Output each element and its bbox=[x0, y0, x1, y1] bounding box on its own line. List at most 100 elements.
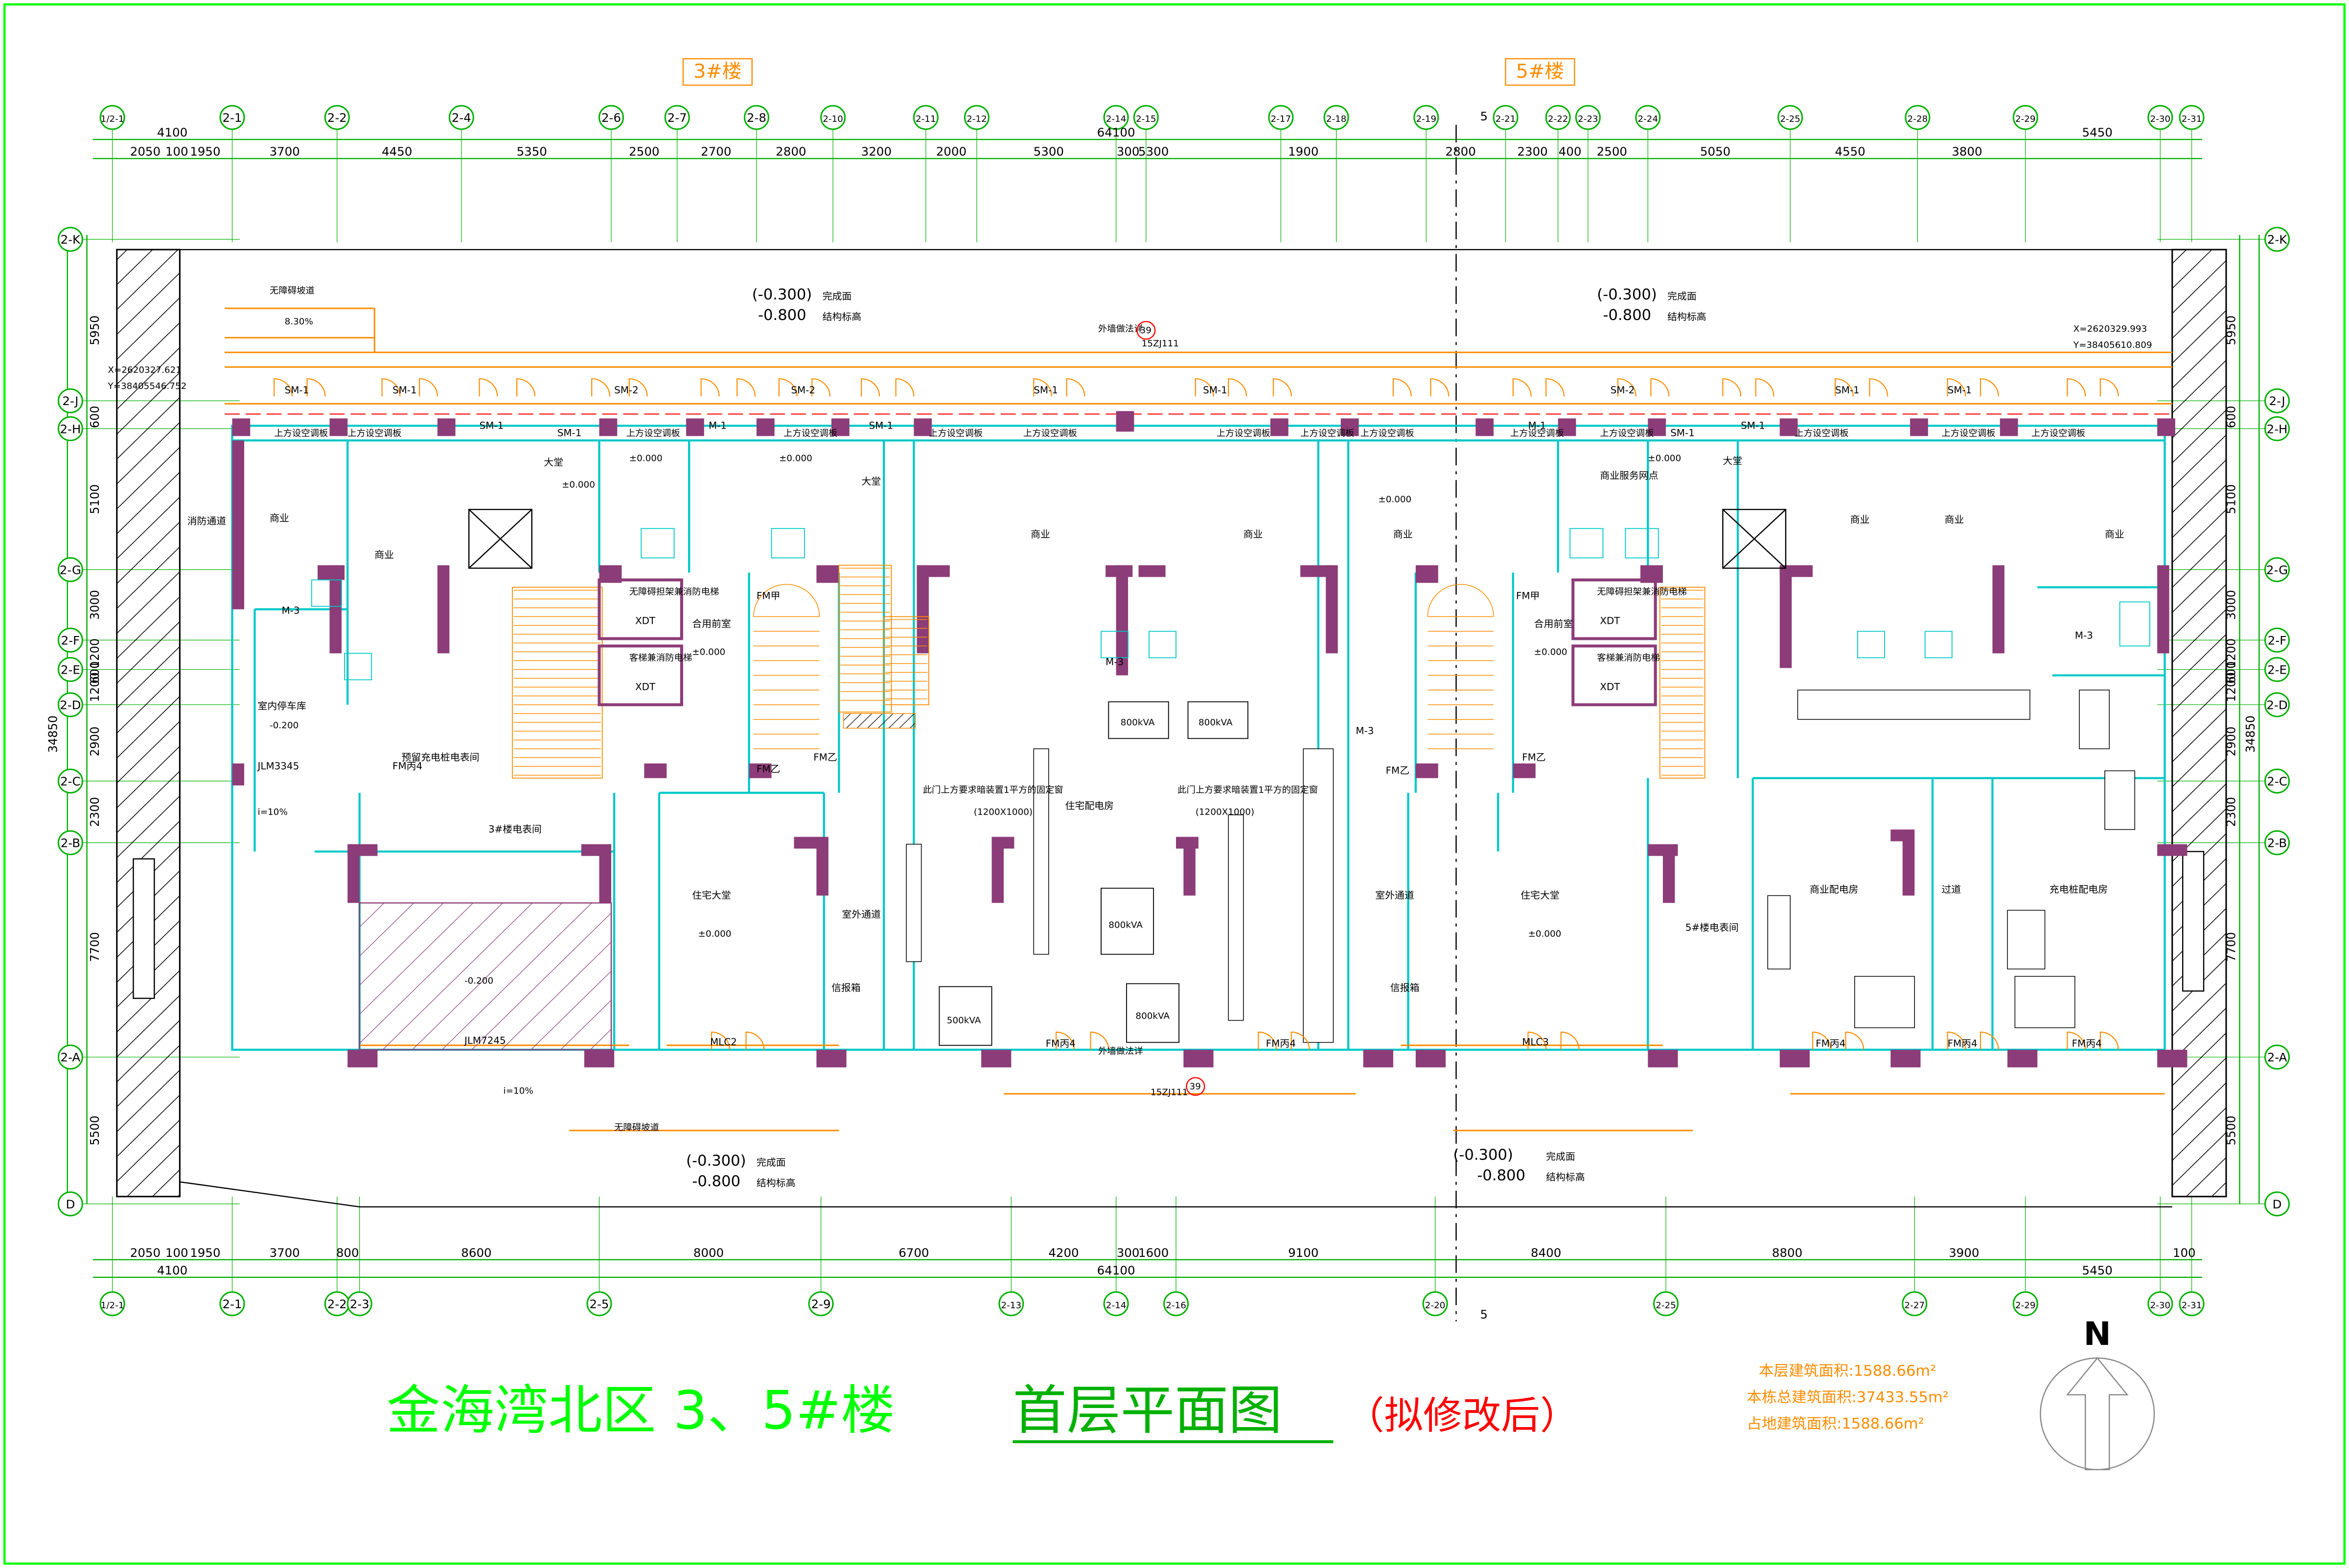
structural-columns bbox=[232, 411, 2188, 1068]
svg-text:2-A: 2-A bbox=[2267, 1050, 2287, 1065]
section-mark: 5 bbox=[1480, 109, 1488, 123]
svg-text:结构标高: 结构标高 bbox=[757, 1178, 796, 1189]
column bbox=[232, 763, 244, 786]
dimension-text: 64100 bbox=[1097, 1263, 1135, 1277]
svg-text:大堂: 大堂 bbox=[861, 476, 881, 487]
column bbox=[1779, 565, 1792, 668]
svg-text:JLM3345: JLM3345 bbox=[257, 761, 299, 772]
svg-text:500kVA: 500kVA bbox=[947, 1016, 981, 1026]
svg-text:XDT: XDT bbox=[1600, 615, 1620, 627]
svg-text:±0.000: ±0.000 bbox=[1528, 929, 1561, 939]
axis-bubble-bottom: 2-3 bbox=[346, 1291, 372, 1317]
axis-bubble-left: 2-H bbox=[57, 416, 83, 441]
svg-text:(-0.300): (-0.300) bbox=[752, 286, 812, 303]
svg-text:SM-2: SM-2 bbox=[791, 385, 815, 396]
svg-text:无障碍担架兼消防电梯: 无障碍担架兼消防电梯 bbox=[1597, 587, 1687, 597]
axis-bubble-bottom: 2-27 bbox=[1902, 1291, 1928, 1317]
svg-text:FM丙4: FM丙4 bbox=[1266, 1038, 1296, 1049]
axis-bubble-left: 2-F bbox=[57, 627, 83, 653]
column bbox=[1340, 418, 1359, 436]
svg-text:SM-1: SM-1 bbox=[392, 385, 417, 396]
svg-text:MLC2: MLC2 bbox=[710, 1037, 737, 1048]
dimension-text: 1200 bbox=[88, 638, 102, 668]
dimension-text: 5050 bbox=[1700, 144, 1730, 159]
svg-text:FM甲: FM甲 bbox=[1516, 591, 1540, 602]
column bbox=[1415, 763, 1438, 778]
building-label-5: 5#楼 bbox=[1516, 60, 1564, 83]
axis-bubble-top: 2-19 bbox=[1413, 105, 1439, 130]
dimension-text: 64100 bbox=[1097, 125, 1135, 139]
dimension-text: 8400 bbox=[1531, 1246, 1561, 1260]
dimension-text: 3000 bbox=[88, 590, 102, 620]
svg-text:合用前室: 合用前室 bbox=[692, 618, 731, 630]
column bbox=[1648, 418, 1666, 436]
svg-text:2-20: 2-20 bbox=[1425, 1300, 1446, 1311]
svg-text:FM乙: FM乙 bbox=[813, 752, 837, 763]
svg-text:2-D: 2-D bbox=[60, 698, 81, 712]
svg-text:上方设空调板: 上方设空调板 bbox=[1360, 428, 1414, 438]
dimension-text: 1200 bbox=[88, 672, 102, 702]
garage-ramp-hatch bbox=[359, 902, 612, 1050]
door-swings bbox=[274, 378, 2119, 1050]
dimension-text: 300 bbox=[1117, 1246, 1140, 1260]
svg-text:信报箱: 信报箱 bbox=[831, 982, 861, 994]
axis-bubble-top: 2-14 bbox=[1103, 105, 1129, 130]
equipment-labels: 800kVA 800kVA 800kVA 800kVA 500kVA bbox=[947, 718, 1233, 1026]
svg-text:SM-2: SM-2 bbox=[1611, 385, 1635, 396]
svg-text:SM-1: SM-1 bbox=[285, 385, 309, 396]
svg-text:SM-1: SM-1 bbox=[869, 420, 894, 431]
svg-text:i=10%: i=10% bbox=[504, 1086, 533, 1096]
dimension-text: 2050 bbox=[130, 144, 161, 159]
svg-text:SM-1: SM-1 bbox=[480, 420, 504, 431]
svg-text:结构标高: 结构标高 bbox=[823, 311, 862, 322]
dimension-text: 5350 bbox=[517, 144, 547, 159]
column bbox=[329, 565, 342, 654]
dimension-text: 5950 bbox=[2224, 316, 2238, 345]
svg-text:2-16: 2-16 bbox=[1166, 1300, 1186, 1311]
svg-text:无障碍坡道: 无障碍坡道 bbox=[614, 1123, 659, 1133]
dimension-text: 2300 bbox=[88, 797, 102, 827]
svg-text:800kVA: 800kVA bbox=[1108, 920, 1143, 931]
svg-text:2-14: 2-14 bbox=[1106, 1300, 1127, 1311]
svg-text:商业服务网点: 商业服务网点 bbox=[1600, 470, 1658, 481]
svg-text:SM-1: SM-1 bbox=[1948, 385, 1972, 396]
dimension-text: 3200 bbox=[861, 144, 892, 159]
axis-bubble-top: 1/2-1 bbox=[99, 105, 125, 130]
svg-text:XDT: XDT bbox=[635, 682, 656, 693]
dimension-text: 2800 bbox=[776, 144, 806, 159]
dimension-text: 5950 bbox=[88, 316, 102, 345]
svg-text:2-K: 2-K bbox=[61, 232, 81, 247]
dimension-text: 9100 bbox=[1288, 1246, 1318, 1260]
dimension-text: 1200 bbox=[2224, 672, 2238, 702]
svg-text:2-F: 2-F bbox=[2268, 634, 2286, 648]
axis-bubble-right: 2-K bbox=[2264, 227, 2290, 252]
svg-text:合用前室: 合用前室 bbox=[1534, 618, 1573, 630]
axis-bubble-bottom: 2-25 bbox=[1653, 1291, 1679, 1317]
svg-text:39: 39 bbox=[1140, 325, 1151, 336]
axis-bubble-bottom: 2-20 bbox=[1422, 1291, 1448, 1317]
axis-bubble-bottom: 2-13 bbox=[998, 1291, 1024, 1317]
axis-bubble-bottom: 1/2-1 bbox=[99, 1291, 125, 1317]
dimension-text: 600 bbox=[88, 406, 102, 428]
area-note-footprint: 占地建筑面积:1588.66m² bbox=[1747, 1415, 1924, 1432]
room-labels: 商业 商业 大堂 大堂 商业 商业 商业 商业服务网点 大堂 商业 商业 商业 … bbox=[187, 286, 2124, 1133]
svg-text:商业: 商业 bbox=[374, 549, 394, 561]
dimension-text: 2300 bbox=[2224, 797, 2238, 827]
column bbox=[1992, 565, 2004, 654]
column bbox=[232, 440, 244, 610]
svg-text:2-31: 2-31 bbox=[2182, 1300, 2202, 1311]
dimension-text: 2500 bbox=[629, 144, 659, 159]
site-boundary bbox=[180, 125, 2172, 1321]
dimension-text: 7700 bbox=[2224, 932, 2238, 962]
title-note: （拟修改后） bbox=[1345, 1393, 1579, 1438]
svg-text:Y=38405546.752: Y=38405546.752 bbox=[107, 381, 186, 391]
column bbox=[981, 1049, 1012, 1068]
svg-text:2-6: 2-6 bbox=[601, 111, 621, 125]
dimension-text: 8000 bbox=[693, 1246, 724, 1260]
svg-text:-0.800: -0.800 bbox=[1603, 307, 1652, 324]
column bbox=[1270, 418, 1289, 436]
column bbox=[437, 418, 456, 436]
axis-bubble-top: 2-29 bbox=[2012, 105, 2038, 130]
svg-text:2-22: 2-22 bbox=[1548, 114, 1568, 124]
